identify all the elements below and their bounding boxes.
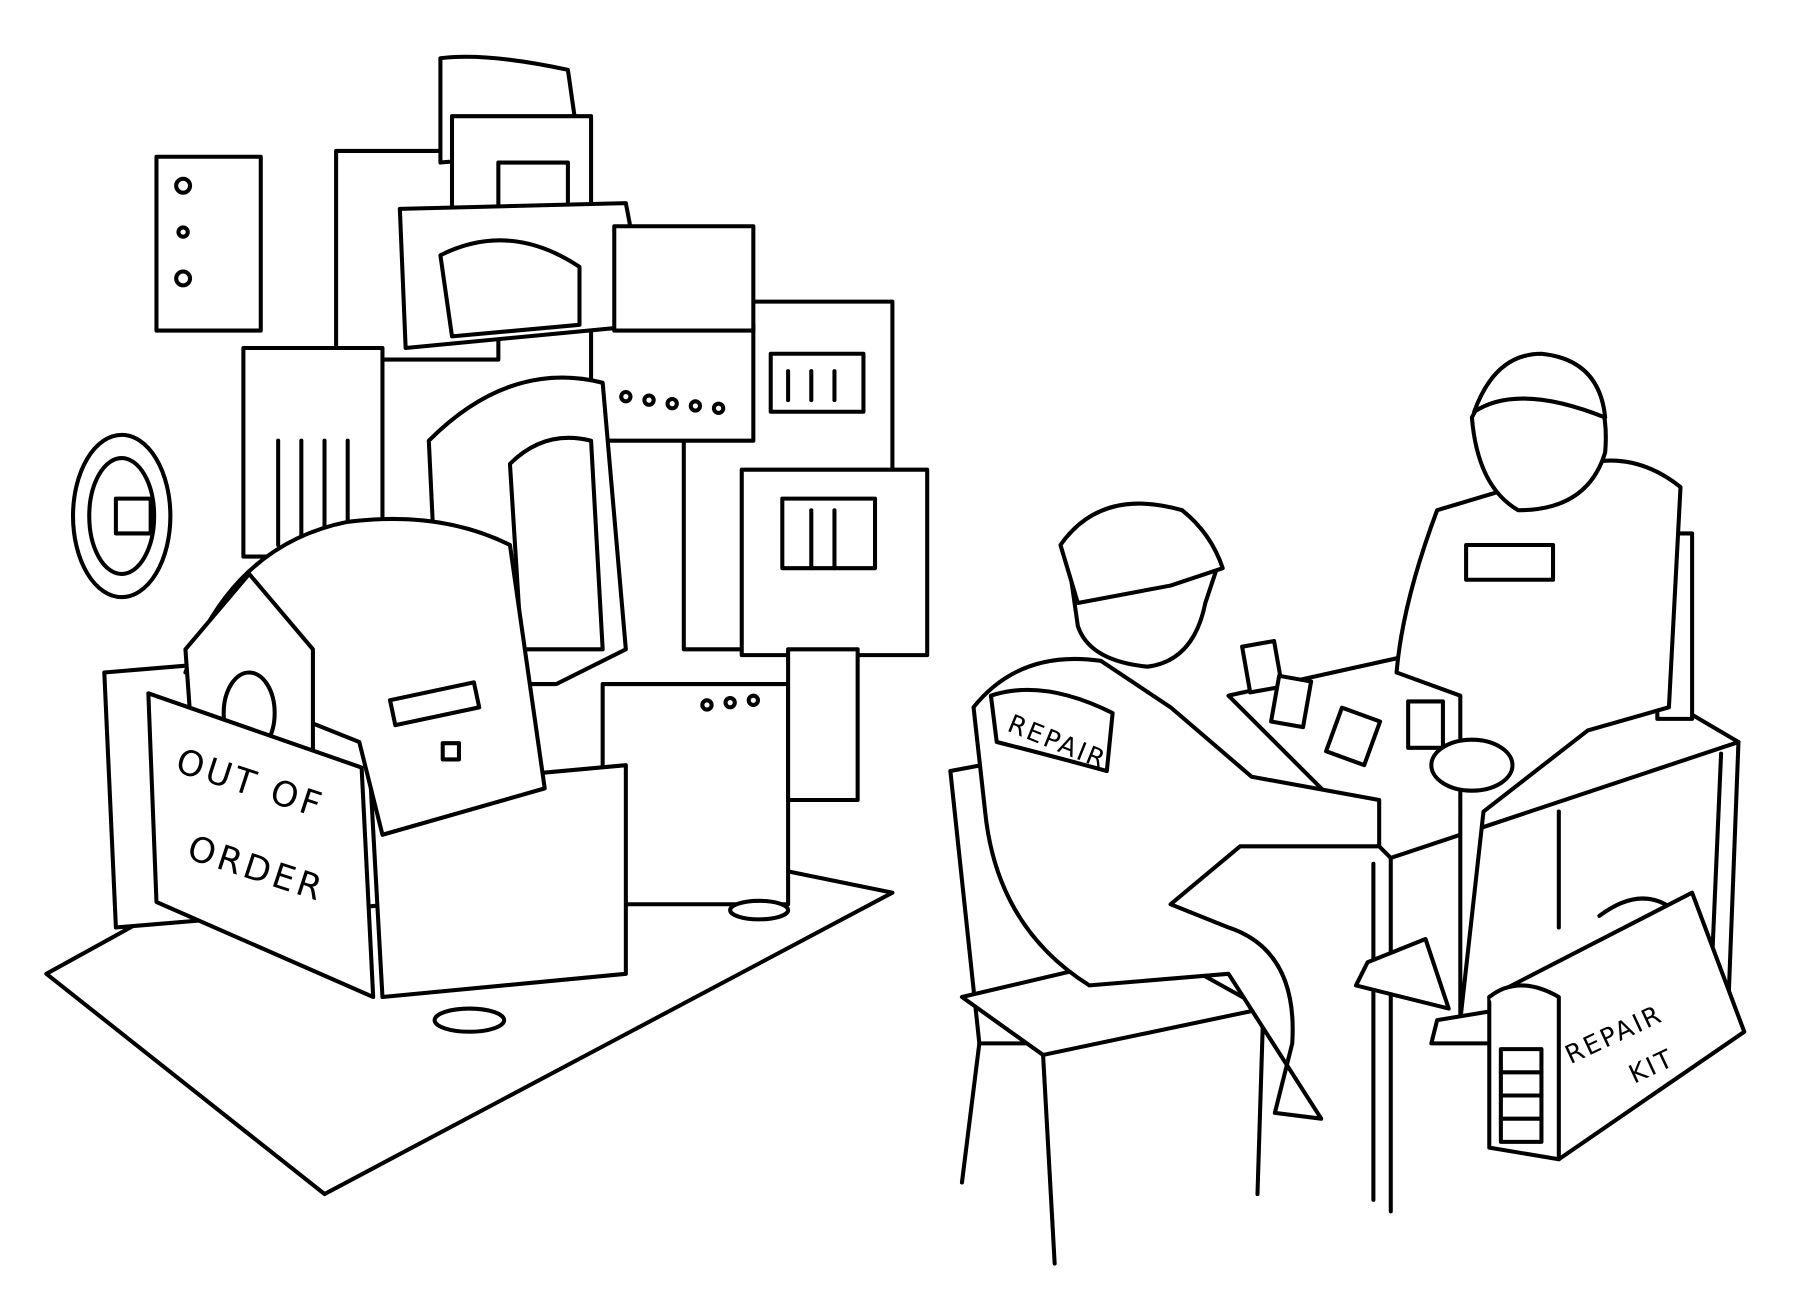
- worker-left: REPAIR: [948, 501, 1515, 1266]
- worker-right: [1353, 351, 1695, 1046]
- playing-cards: [1240, 639, 1515, 793]
- out-of-order-sign: OUT OF ORDER: [146, 691, 376, 1000]
- repair-kit-toolbox: REPAIR KIT: [1487, 890, 1747, 1162]
